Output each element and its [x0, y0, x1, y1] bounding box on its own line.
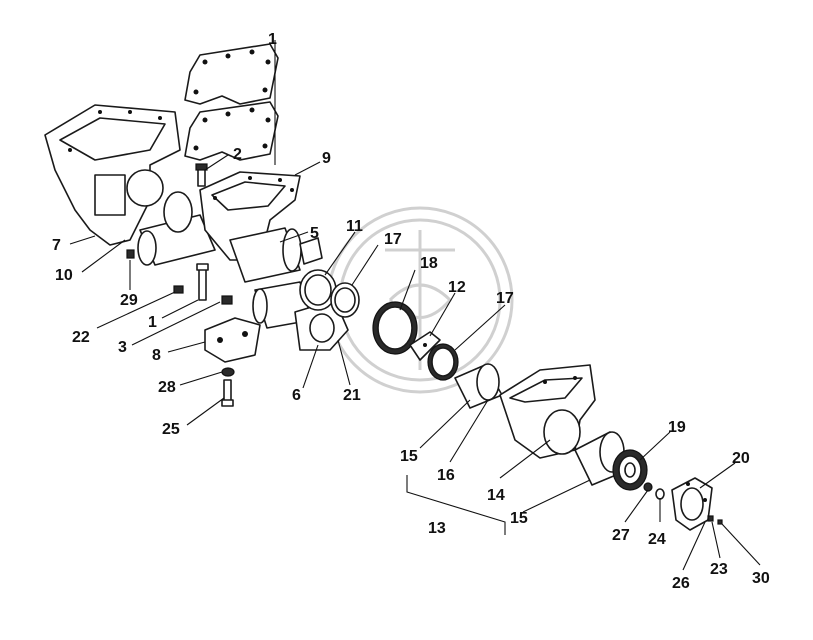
callout-15-a: 15 — [400, 448, 418, 465]
callout-13: 13 — [428, 520, 446, 537]
callout-14: 14 — [487, 487, 505, 504]
callout-26: 26 — [672, 575, 690, 592]
ring-17-b — [427, 343, 459, 381]
bolt-23 — [707, 515, 714, 522]
nut-3 — [221, 295, 233, 305]
callout-24: 24 — [648, 531, 666, 548]
bolt-29 — [126, 249, 135, 259]
callout-1-top: 1 — [268, 31, 277, 48]
callout-18: 18 — [420, 255, 438, 272]
bolt-30 — [717, 519, 723, 525]
callout-23: 23 — [710, 561, 728, 578]
callout-20: 20 — [732, 450, 750, 467]
seal-18 — [372, 301, 418, 355]
shaft-6 — [252, 281, 349, 351]
bushing-16 — [454, 363, 503, 409]
plate-12 — [409, 331, 441, 361]
left-tube — [137, 214, 216, 266]
callout-1: 1 — [148, 314, 157, 331]
callout-19: 19 — [668, 419, 686, 436]
bolt-25 — [221, 379, 234, 407]
callout-30: 30 — [752, 570, 770, 587]
fitting-27 — [643, 482, 653, 492]
callout-9: 9 — [322, 150, 331, 167]
callout-17-a: 17 — [384, 231, 402, 248]
gasket-lower — [184, 101, 279, 161]
callout-25: 25 — [162, 421, 180, 438]
bracket-8 — [204, 317, 261, 363]
callout-7: 7 — [52, 237, 61, 254]
callout-28: 28 — [158, 379, 176, 396]
callout-21: 21 — [343, 387, 361, 404]
callout-22: 22 — [72, 329, 90, 346]
callout-15-b: 15 — [510, 510, 528, 527]
ring-17-a — [330, 282, 360, 318]
callout-17-b: 17 — [496, 290, 514, 307]
right-housing-14 — [499, 364, 596, 459]
washer-28 — [221, 367, 235, 377]
bearing-19 — [612, 449, 648, 491]
centre-housing — [163, 171, 301, 261]
callout-numbers: 1 2 9 11 17 5 7 10 18 12 17 29 22 1 3 8 … — [52, 31, 770, 592]
left-housing — [44, 104, 181, 246]
callout-29: 29 — [120, 292, 138, 309]
bolt-1 — [196, 263, 209, 301]
gasket-upper — [184, 43, 279, 105]
callout-8: 8 — [152, 347, 161, 364]
callout-5: 5 — [310, 225, 319, 242]
nut-22 — [173, 285, 184, 294]
callout-3: 3 — [118, 339, 127, 356]
callout-16: 16 — [437, 467, 455, 484]
callout-12: 12 — [448, 279, 466, 296]
leader-lines — [69, 40, 761, 571]
callout-10: 10 — [55, 267, 73, 284]
callout-2: 2 — [233, 146, 242, 163]
callout-27: 27 — [612, 527, 630, 544]
cover-20 — [671, 477, 713, 531]
fitting-24 — [655, 488, 665, 500]
bolt-2 — [195, 163, 208, 187]
callout-6: 6 — [292, 387, 301, 404]
callout-11: 11 — [346, 218, 363, 235]
